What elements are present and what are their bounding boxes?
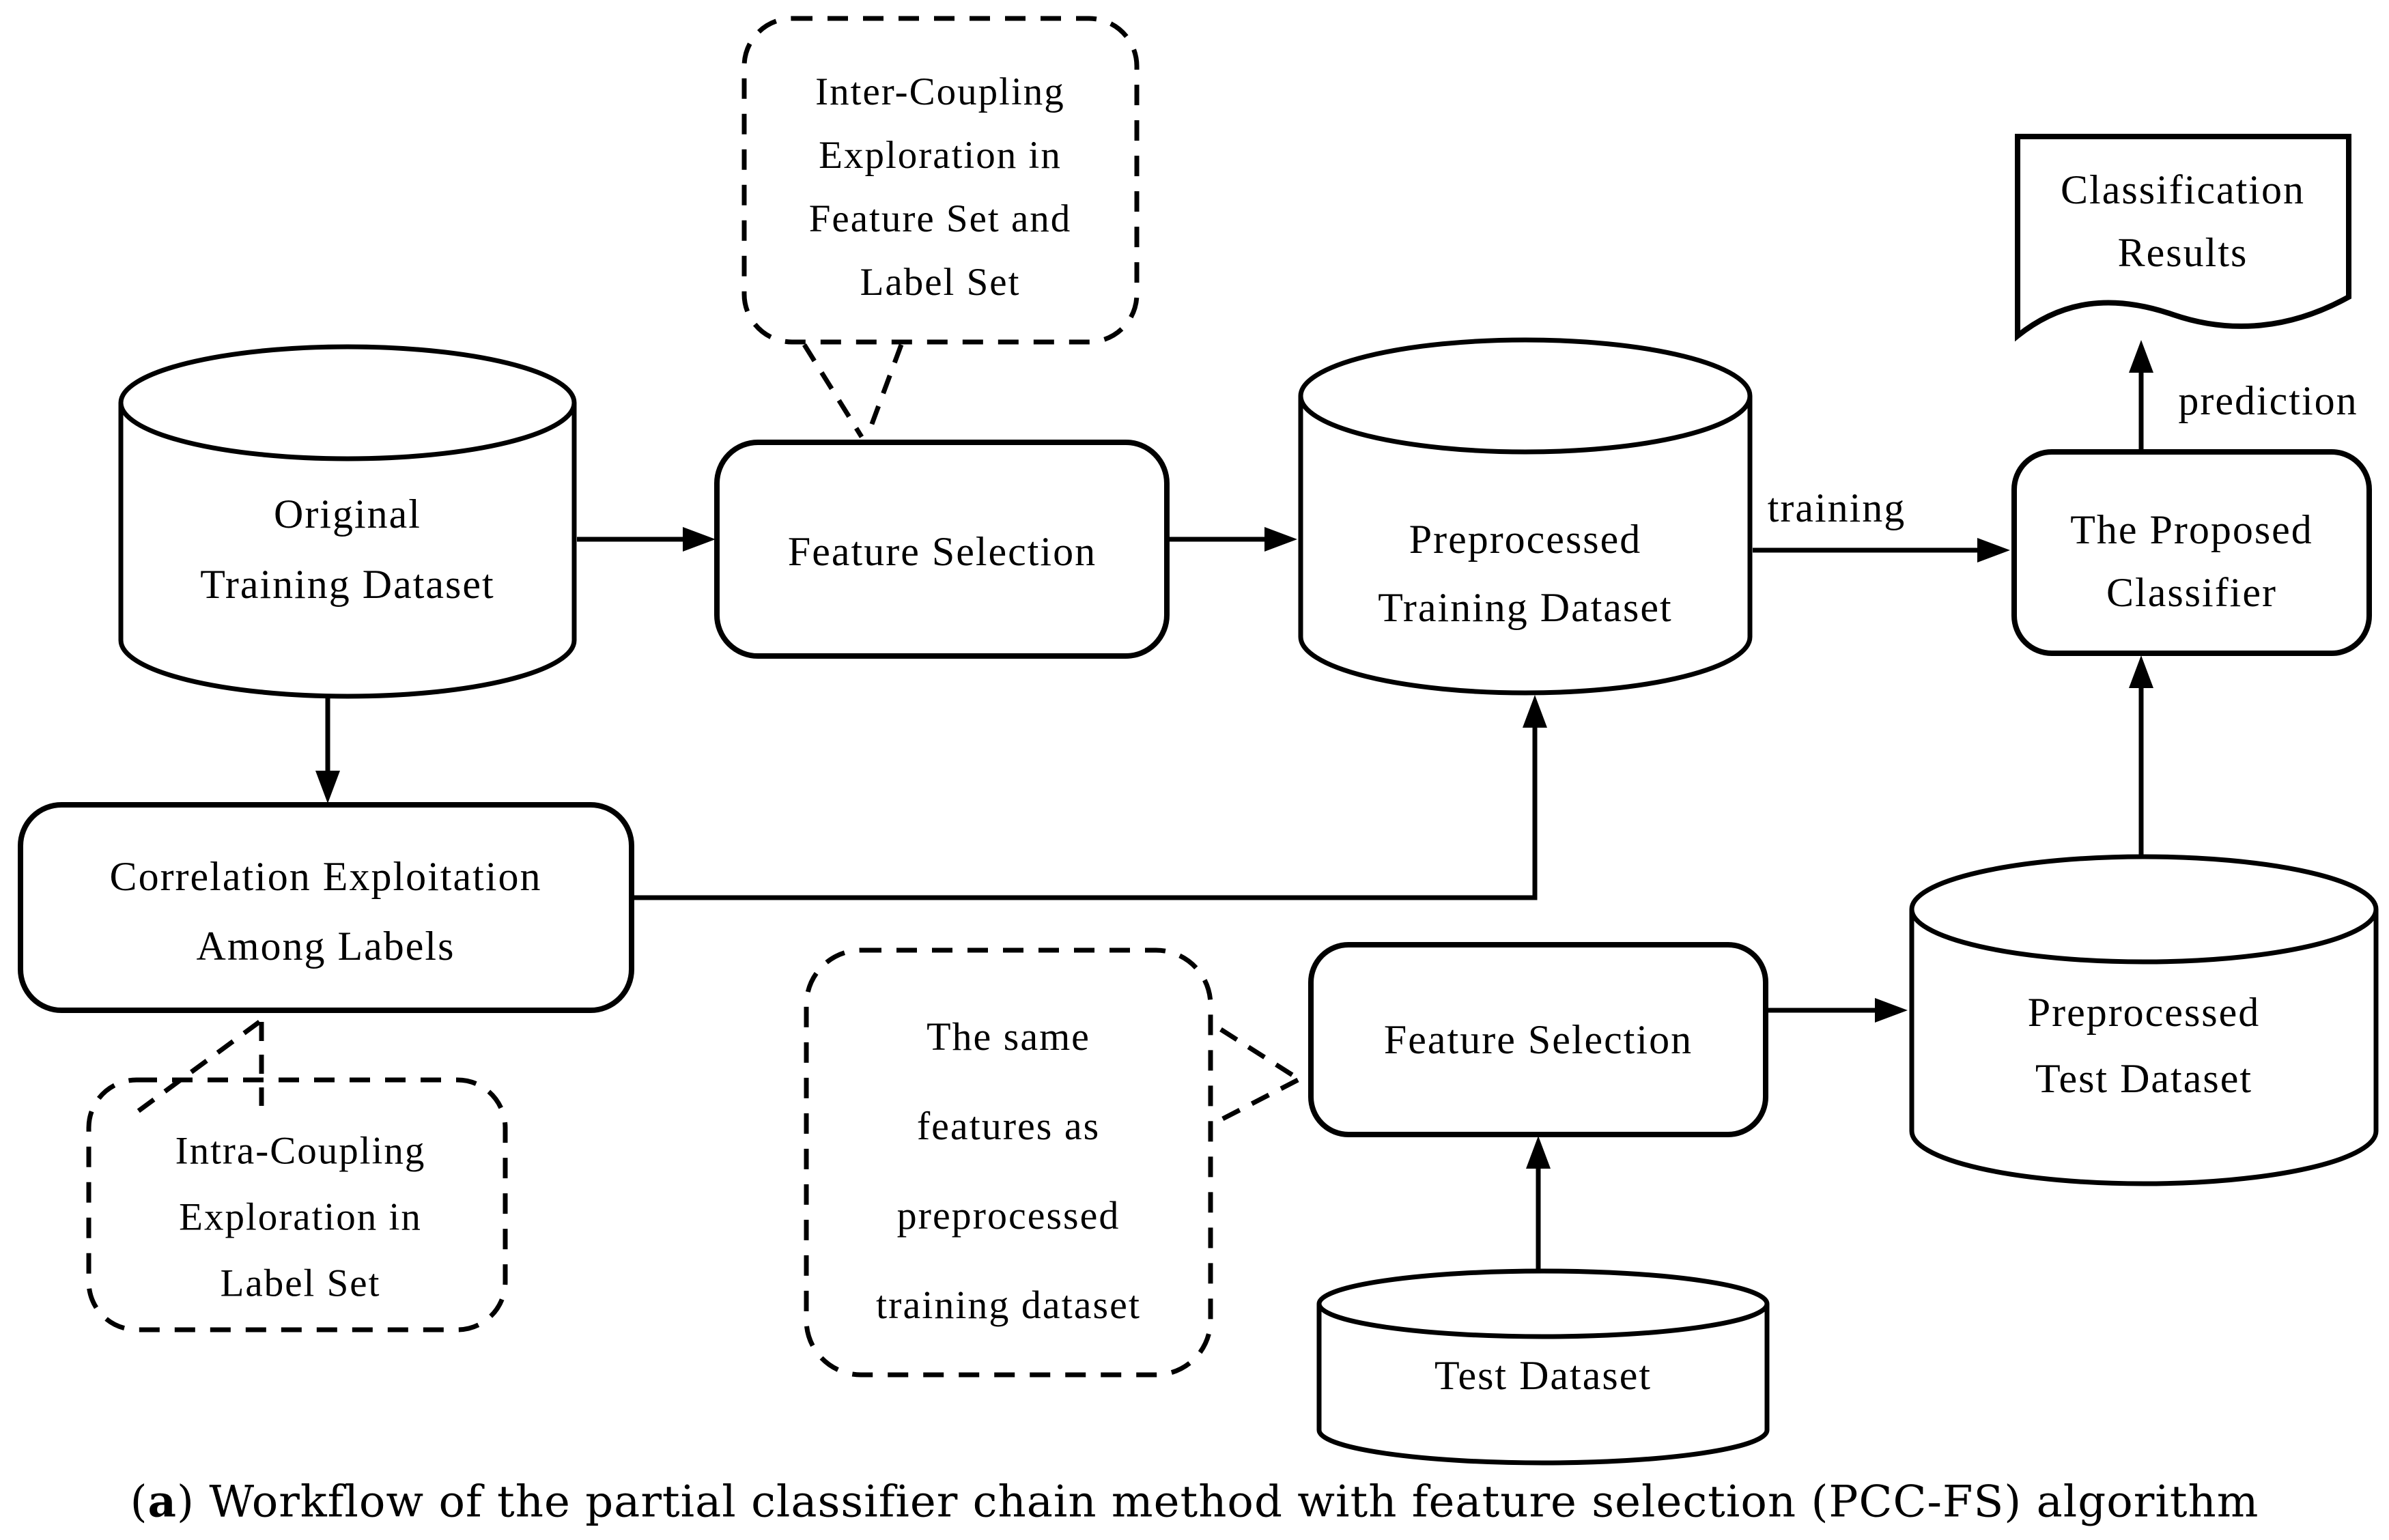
figure-caption: (a) Workflow of the partial classifier c…: [0, 1477, 2389, 1528]
preprocessed-test-dataset-cylinder: [1909, 854, 2379, 1186]
same-features-callout-bubble: [804, 947, 1213, 1378]
feature-selection-bottom-box: [1308, 942, 1768, 1137]
caption-text: Workflow of the partial classifier chain…: [194, 1477, 2259, 1528]
inter-coupling-tail-left: [802, 343, 864, 438]
correlation-exploitation-box: [18, 802, 634, 1013]
arrowhead-down-into-correlation: [315, 771, 340, 803]
arrowhead-up-into-feature-selection-bottom: [1526, 1136, 1551, 1169]
label-proposed-classifier: The Proposed Classifier: [2070, 507, 2313, 615]
caption-paren-open: (: [130, 1477, 148, 1528]
arrowhead-right-into-preprocessed-training: [1264, 527, 1297, 552]
arrowhead-right-into-classifier: [1977, 538, 2010, 562]
elbow-correlation-to-preprocessed-training: [632, 725, 1538, 900]
arrowhead-right-into-preprocessed-test: [1875, 998, 1908, 1023]
label-preprocessed-training-dataset: Preprocessed Training Dataset: [1378, 517, 1673, 630]
label-feature-selection-top: Feature Selection: [787, 529, 1097, 574]
arrowhead-right-into-feature-selection-top: [683, 527, 716, 552]
same-features-tail-lower: [1216, 1077, 1299, 1124]
callout-text-intra-coupling: Intra-Coupling Exploration in Label Set: [175, 1129, 426, 1305]
label-test-dataset: Test Dataset: [1434, 1353, 1652, 1398]
arrowhead-up-into-classifier-bottom: [2129, 655, 2153, 688]
classification-results-document: [2015, 134, 2351, 342]
inter-coupling-tail-right: [864, 343, 904, 438]
label-preprocessed-test-dataset: Preprocessed Test Dataset: [2027, 990, 2261, 1101]
label-feature-selection-bottom: Feature Selection: [1383, 1017, 1693, 1062]
arrowhead-up-into-classification-results: [2129, 340, 2153, 373]
caption-paren-close: ): [177, 1477, 195, 1528]
edge-label-prediction: prediction: [2178, 378, 2358, 423]
label-classification-results: Classification Results: [2061, 167, 2305, 275]
callout-text-same-features: The same features as preprocessed traini…: [876, 1014, 1141, 1327]
proposed-classifier-box: [2011, 449, 2372, 656]
label-original-training-dataset: Original Training Dataset: [200, 491, 495, 607]
arrowhead-up-into-preprocessed-training-bottom: [1523, 695, 1547, 728]
original-training-dataset-cylinder: [118, 344, 577, 699]
preprocessed-training-dataset-cylinder: [1298, 337, 1753, 696]
intra-coupling-callout-bubble: [86, 1077, 508, 1332]
caption-letter: a: [147, 1476, 178, 1528]
label-correlation-exploitation: Correlation Exploitation Among Labels: [109, 854, 542, 969]
intra-coupling-tail-left: [136, 1020, 261, 1113]
edge-label-training: training: [1767, 485, 1906, 530]
feature-selection-top-box: [714, 440, 1170, 659]
callout-text-inter-coupling: Inter-Coupling Exploration in Feature Se…: [808, 70, 1072, 304]
test-dataset-cylinder: [1316, 1268, 1770, 1466]
same-features-tail-upper: [1219, 1027, 1299, 1081]
inter-coupling-callout-bubble: [741, 16, 1140, 345]
